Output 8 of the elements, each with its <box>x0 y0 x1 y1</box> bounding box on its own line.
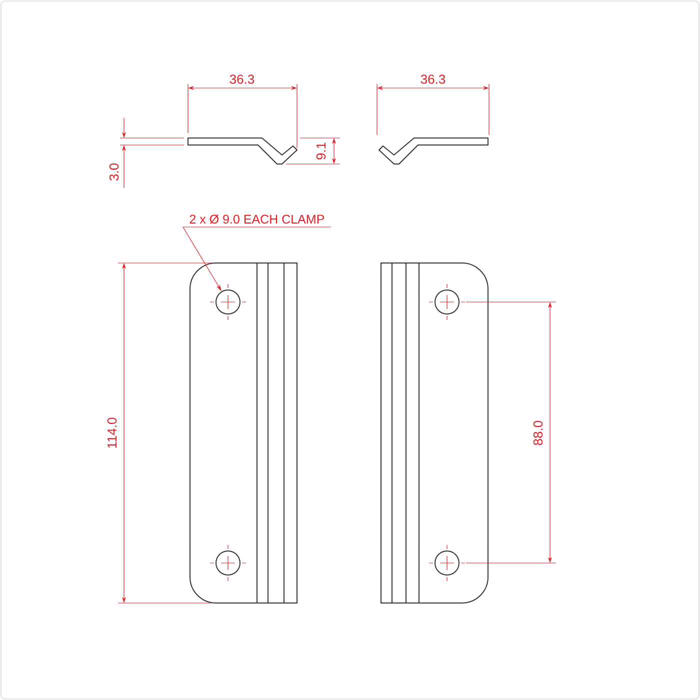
dimension-text: 9.1 <box>316 142 326 160</box>
dimension-text: 36.3 <box>230 74 254 84</box>
dimension-text: 88.0 <box>533 420 543 446</box>
hole <box>216 290 240 314</box>
dimension-text: 114.0 <box>107 418 117 448</box>
dimension-text: 36.3 <box>420 74 446 84</box>
leader-text: 2 x Ø 9.0 EACH CLAMP <box>182 214 332 228</box>
dimension-text: 3.0 <box>109 163 119 181</box>
